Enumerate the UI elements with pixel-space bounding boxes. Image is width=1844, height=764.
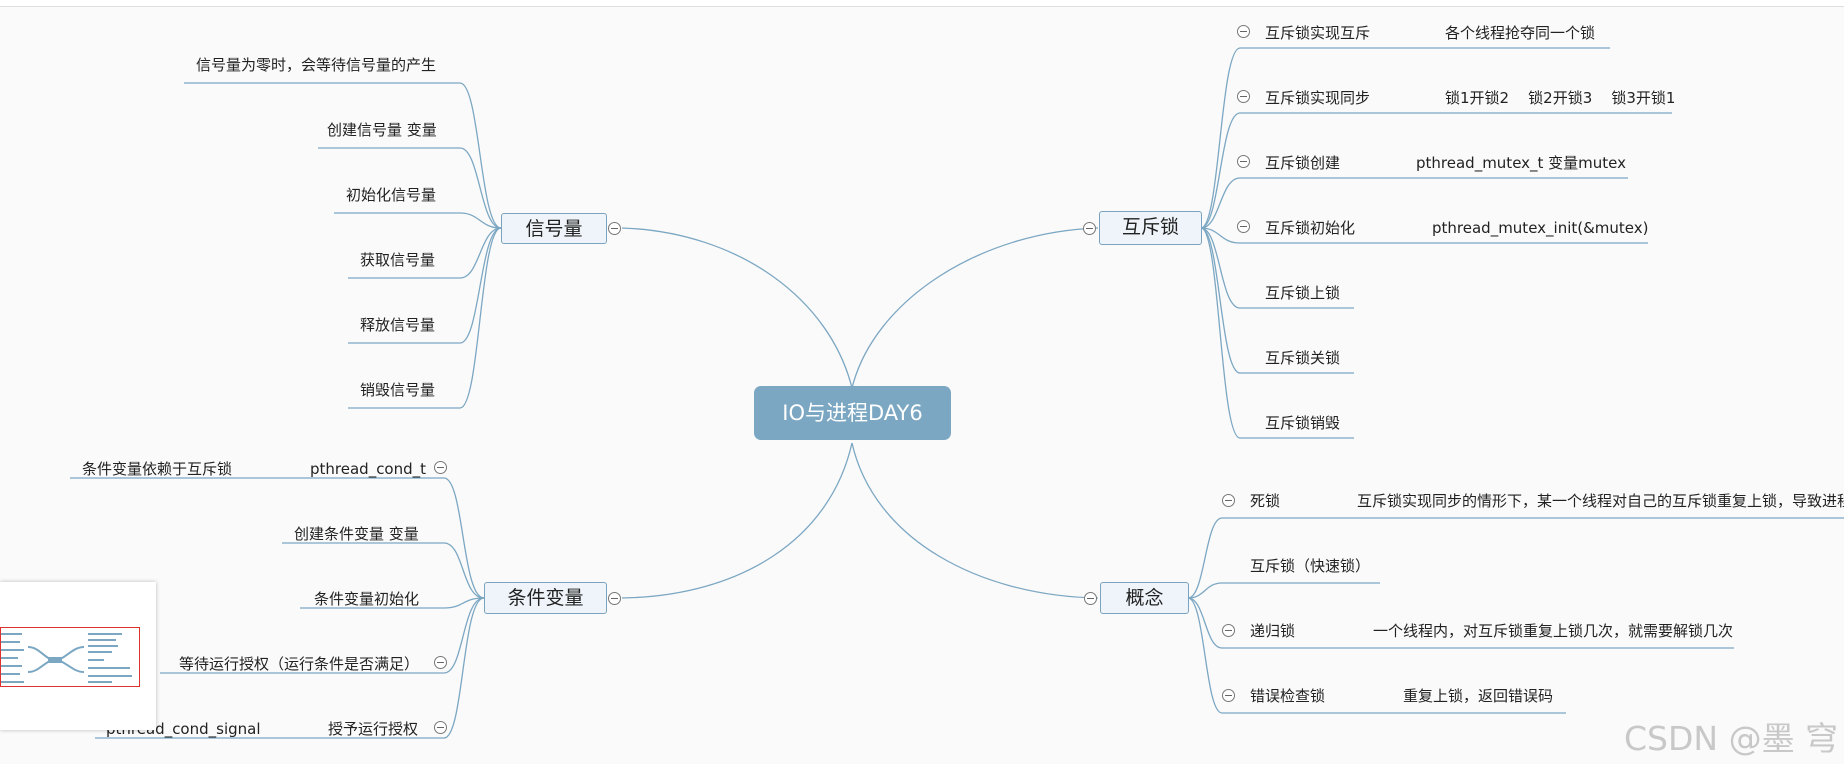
collapse-semaphore-icon[interactable] (608, 222, 621, 235)
concept-item-4-detail[interactable]: 重复上锁，返回错误码 (1403, 687, 1554, 705)
branch-concept[interactable]: 概念 (1100, 582, 1189, 614)
collapse-mutex-item-3-icon[interactable] (1237, 155, 1250, 168)
semaphore-item-6[interactable]: 销毁信号量 (360, 381, 436, 399)
mutex-item-3[interactable]: 互斥锁创建 (1265, 154, 1341, 172)
collapse-condvar-item-4-icon[interactable] (434, 656, 447, 669)
branch-condition-variable[interactable]: 条件变量 (484, 582, 607, 614)
watermark: CSDN @墨 穹 (1624, 719, 1839, 758)
collapse-condvar-item-1-icon[interactable] (434, 461, 447, 474)
collapse-condvar-item-5-icon[interactable] (434, 721, 447, 734)
mutex-item-1[interactable]: 互斥锁实现互斥 (1265, 24, 1371, 42)
semaphore-item-1[interactable]: 信号量为零时，会等待信号量的产生 (196, 56, 437, 74)
collapse-concept-item-4-icon[interactable] (1222, 689, 1235, 702)
concept-item-2[interactable]: 互斥锁（快速锁） (1250, 557, 1371, 575)
semaphore-item-5[interactable]: 释放信号量 (360, 316, 436, 334)
collapse-mutex-item-1-icon[interactable] (1237, 25, 1250, 38)
collapse-concept-item-1-icon[interactable] (1222, 494, 1235, 507)
concept-item-1[interactable]: 死锁 (1250, 492, 1281, 510)
concept-item-4[interactable]: 错误检查锁 (1250, 687, 1326, 705)
top-toolbar-strip (0, 0, 1844, 7)
condvar-item-3[interactable]: 条件变量初始化 (314, 590, 420, 608)
collapse-mutex-icon[interactable] (1083, 222, 1096, 235)
mutex-item-4[interactable]: 互斥锁初始化 (1265, 219, 1356, 237)
concept-item-3-detail[interactable]: 一个线程内，对互斥锁重复上锁几次，就需要解锁几次 (1373, 622, 1734, 640)
semaphore-item-2[interactable]: 创建信号量 变量 (327, 121, 437, 139)
semaphore-item-3[interactable]: 初始化信号量 (346, 186, 437, 204)
condvar-item-5[interactable]: 授予运行授权 (328, 720, 419, 738)
collapse-mutex-item-4-icon[interactable] (1237, 220, 1250, 233)
semaphore-item-4[interactable]: 获取信号量 (360, 251, 436, 269)
mutex-item-3-detail[interactable]: pthread_mutex_t 变量mutex (1416, 154, 1627, 172)
mutex-item-6[interactable]: 互斥锁关锁 (1265, 349, 1341, 367)
condvar-item-1[interactable]: pthread_cond_t (310, 460, 427, 478)
mutex-item-5[interactable]: 互斥锁上锁 (1265, 284, 1341, 302)
minimap[interactable] (0, 582, 156, 730)
collapse-concept-icon[interactable] (1084, 592, 1097, 605)
condvar-item-2[interactable]: 创建条件变量 变量 (294, 525, 419, 543)
mutex-item-1-detail[interactable]: 各个线程抢夺同一个锁 (1445, 24, 1596, 42)
central-topic[interactable]: IO与进程DAY6 (754, 386, 951, 440)
mutex-item-7[interactable]: 互斥锁销毁 (1265, 414, 1341, 432)
collapse-mutex-item-2-icon[interactable] (1237, 90, 1250, 103)
collapse-condvar-icon[interactable] (608, 592, 621, 605)
branch-semaphore[interactable]: 信号量 (501, 213, 607, 244)
collapse-concept-item-3-icon[interactable] (1222, 624, 1235, 637)
branch-mutex[interactable]: 互斥锁 (1099, 211, 1202, 245)
mutex-item-4-detail[interactable]: pthread_mutex_init(&mutex) (1432, 219, 1649, 237)
concept-item-1-detail[interactable]: 互斥锁实现同步的情形下，某一个线程对自己的互斥锁重复上锁，导致进程 (1357, 492, 1844, 510)
concept-item-3[interactable]: 递归锁 (1250, 622, 1296, 640)
minimap-viewport-frame[interactable] (0, 627, 140, 687)
mutex-item-2-detail[interactable]: 锁1开锁2 锁2开锁3 锁3开锁1 (1445, 89, 1676, 107)
mutex-item-2[interactable]: 互斥锁实现同步 (1265, 89, 1371, 107)
minimap-preview (0, 633, 132, 683)
condvar-item-4[interactable]: 等待运行授权（运行条件是否满足） (179, 655, 420, 673)
condvar-item-1-detail[interactable]: 条件变量依赖于互斥锁 (82, 460, 233, 478)
